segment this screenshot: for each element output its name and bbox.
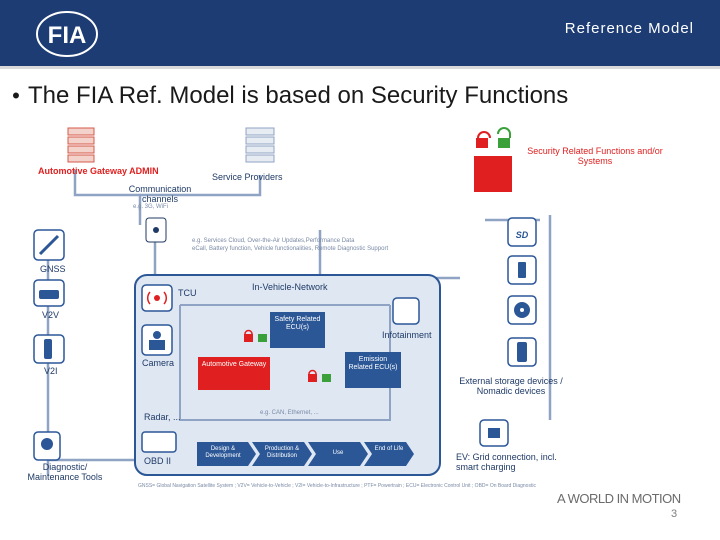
label-admin-gateway: Automotive Gateway ADMIN [38,166,159,176]
header-divider [0,66,720,69]
logo-text: FIA [48,22,87,49]
label-service-providers: Service Providers [212,172,283,182]
safety-ecu-box [270,312,325,348]
label-safety-ecu: Safety Related ECU(s) [274,316,321,332]
infotainment-icon [392,297,420,325]
label-v2v: V2V [42,310,60,320]
sd-label: SD [516,230,529,240]
label-camera: Camera [142,358,175,368]
label-services-line2: eCall, Battery function, Vehicle functio… [192,246,389,252]
label-external-storage: External storage devices / Nomadic devic… [459,376,563,397]
legend-lock-icons [476,127,511,148]
emission-ecu-box [345,352,401,388]
label-can-example: e.g. CAN, Ethernet, ... [260,410,319,416]
bullet-text: The FIA Ref. Model is based on Security … [28,82,569,109]
label-infotainment: Infotainment [382,330,432,340]
bullet-point: • The FIA Ref. Model is based on Securit… [4,80,720,112]
label-obd: OBD II [144,456,172,466]
label-diagnostic-tools: Diagnostic/ Maintenance Tools [27,462,103,483]
lifecycle-arrows [197,442,414,466]
label-communication-channels: Communication channels [128,184,192,205]
label-in-vehicle-network: In-Vehicle-Network [252,282,328,292]
header-bar: FIA Reference Model [0,0,720,66]
obd-port-icon [141,431,177,453]
bullet-icon: • [12,83,20,108]
label-v2i: V2I [44,366,58,376]
diagram-canvas: SD [33,127,552,476]
label-ev-grid: EV: Grid connection, incl. smart chargin… [456,452,557,473]
label-legend: Security Related Functions and/or System… [527,146,663,167]
slide-title: Reference Model [564,20,694,37]
in-vehicle-network-box [134,274,441,476]
label-gnss: GNSS [40,264,66,274]
admin-server-icon [67,127,95,163]
sd-card-icon [507,217,537,247]
label-abbreviations: GNSS= Global Navigation Satellite System… [138,483,536,489]
legend-red-square [474,156,512,192]
reference-model-diagram: SD Automotive Gateway ADMIN Service Prov… [20,120,700,500]
label-radar: Radar, ... [144,412,181,422]
label-emission-ecu: Emission Related ECU(s) [348,356,398,372]
label-lifecycle-end: End of Life [374,446,404,452]
label-lifecycle-use: Use [332,450,344,456]
label-comm-example: e.g. 3G, WiFi [133,204,169,210]
label-tcu: TCU [178,288,197,298]
label-lifecycle-design: Design & Development [205,446,241,459]
label-automotive-gateway: Automotive Gateway [201,361,267,368]
page-number: 3 [671,508,678,520]
ecu-lock-icons [244,329,331,382]
service-server-icon [245,127,275,163]
footer-tagline: A WORLD IN MOTION [557,491,681,506]
label-lifecycle-production: Production & Distribution [264,446,300,459]
automotive-gateway-box [198,357,270,390]
label-services-line1: e.g. Services Cloud, Over-the-Air Update… [192,238,355,244]
fia-logo-icon: FIA [36,11,98,57]
